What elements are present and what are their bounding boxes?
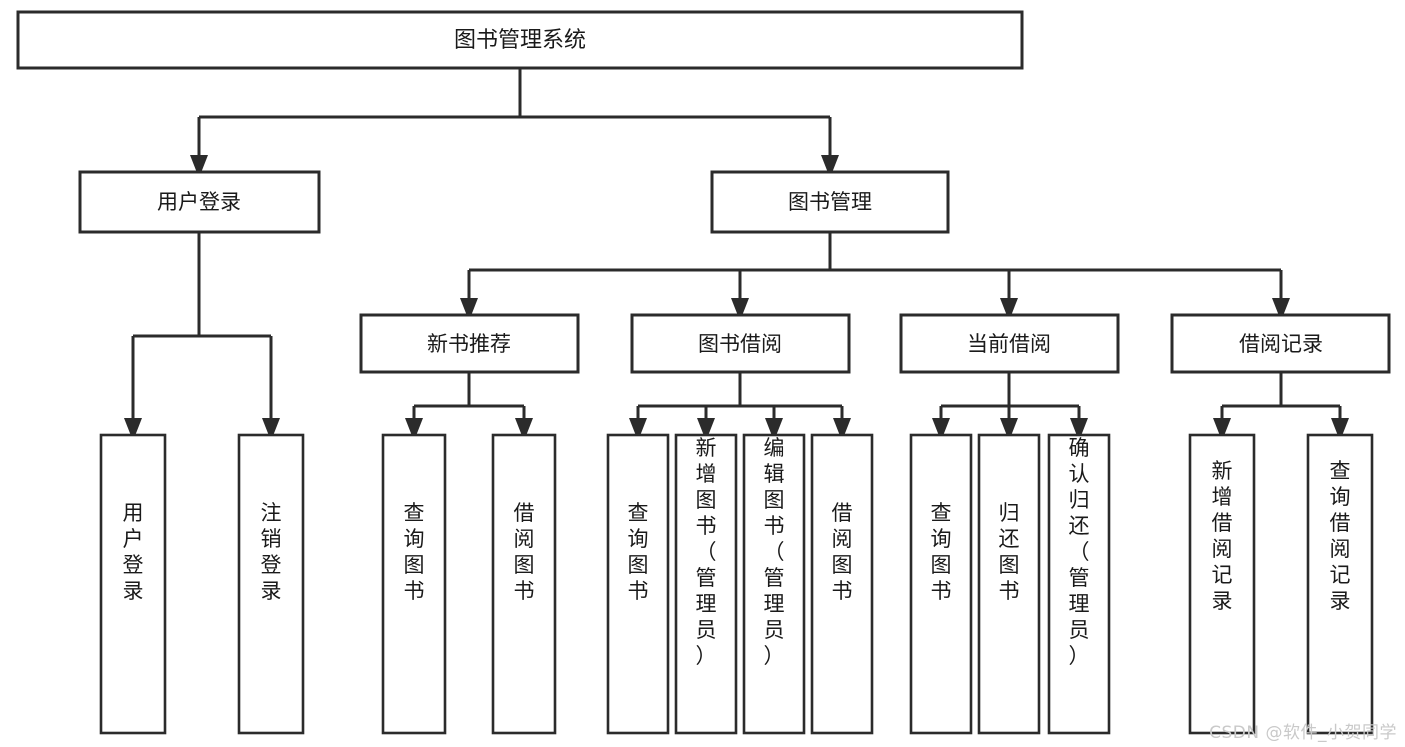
leaf-query-book-3-label: 查询图书: [931, 501, 952, 603]
node-current-borrow-box[interactable]: [899, 313, 1120, 374]
node-book-borrow-label: 图书借阅: [698, 332, 782, 356]
leaf-edit-book-label: 编辑图书（管理员）: [764, 436, 785, 668]
leaf-query-book-1-box[interactable]: [381, 433, 447, 735]
leaf-user-login-label: 用户登录: [123, 501, 144, 603]
leaf-edit-book[interactable]: 编辑图书（管理员）: [742, 433, 806, 735]
connectors-layer: [124, 68, 1349, 441]
leaf-borrow-book-2-label: 借阅图书: [832, 501, 853, 603]
node-current-borrow-label: 当前借阅: [967, 332, 1051, 356]
leaf-add-borrow-record[interactable]: 新增借阅记录: [1188, 433, 1256, 735]
leaf-confirm-return[interactable]: 确认归还（管理员）: [1047, 433, 1111, 735]
leaf-query-borrow-record-label: 查询借阅记录: [1330, 459, 1351, 613]
node-borrow-record-label: 借阅记录: [1239, 332, 1323, 356]
leaf-borrow-book-1[interactable]: 借阅图书: [491, 433, 557, 735]
leaf-query-book-3-box[interactable]: [909, 433, 973, 735]
leaf-logout-login[interactable]: 注销登录: [237, 433, 305, 735]
leaf-query-book-2-box[interactable]: [606, 433, 670, 735]
leaf-add-borrow-record-label: 新增借阅记录: [1212, 459, 1233, 613]
node-user-login-box[interactable]: [78, 170, 321, 234]
leaf-borrow-book-2[interactable]: 借阅图书: [810, 433, 874, 735]
node-book-borrow-box[interactable]: [630, 313, 851, 374]
node-book-manage-label: 图书管理: [788, 190, 872, 214]
leaf-add-book-label: 新增图书（管理员）: [696, 436, 717, 668]
leaf-borrow-book-1-label: 借阅图书: [514, 501, 535, 603]
leaf-return-book-label: 归还图书: [999, 501, 1020, 603]
node-root-box[interactable]: [16, 10, 1024, 70]
leaf-user-login[interactable]: 用户登录: [99, 433, 167, 735]
leaf-query-book-2[interactable]: 查询图书: [606, 433, 670, 735]
node-root-label: 图书管理系统: [454, 28, 586, 53]
leaf-add-book-box[interactable]: [674, 433, 738, 735]
leaf-query-borrow-record[interactable]: 查询借阅记录: [1306, 433, 1374, 735]
leaf-logout-login-box[interactable]: [237, 433, 305, 735]
leaf-edit-book-box[interactable]: [742, 433, 806, 735]
node-book-manage[interactable]: 图书管理: [710, 170, 950, 234]
leaf-query-borrow-record-box[interactable]: [1306, 433, 1374, 735]
node-book-manage-box[interactable]: [710, 170, 950, 234]
node-borrow-record-box[interactable]: [1170, 313, 1391, 374]
leaf-query-book-2-label: 查询图书: [628, 501, 649, 603]
leaf-confirm-return-box[interactable]: [1047, 433, 1111, 735]
node-new-book-recommend-label: 新书推荐: [427, 332, 511, 356]
leaf-borrow-book-1-box[interactable]: [491, 433, 557, 735]
node-book-borrow[interactable]: 图书借阅: [630, 313, 851, 374]
node-new-book-recommend-box[interactable]: [359, 313, 580, 374]
leaf-return-book[interactable]: 归还图书: [977, 433, 1041, 735]
leaf-query-book-1-label: 查询图书: [404, 501, 425, 603]
node-borrow-record[interactable]: 借阅记录: [1170, 313, 1391, 374]
leaf-borrow-book-2-box[interactable]: [810, 433, 874, 735]
leaf-add-borrow-record-box[interactable]: [1188, 433, 1256, 735]
leaf-add-book[interactable]: 新增图书（管理员）: [674, 433, 738, 735]
node-new-book-recommend[interactable]: 新书推荐: [359, 313, 580, 374]
node-user-login-label: 用户登录: [157, 190, 241, 214]
node-current-borrow[interactable]: 当前借阅: [899, 313, 1120, 374]
leaf-query-book-3[interactable]: 查询图书: [909, 433, 973, 735]
node-root[interactable]: 图书管理系统: [16, 10, 1024, 70]
leaf-query-book-1[interactable]: 查询图书: [381, 433, 447, 735]
leaf-confirm-return-label: 确认归还（管理员）: [1069, 436, 1090, 668]
node-user-login[interactable]: 用户登录: [78, 170, 321, 234]
leaf-logout-login-label: 注销登录: [261, 501, 282, 603]
leaf-user-login-box[interactable]: [99, 433, 167, 735]
leaf-return-book-box[interactable]: [977, 433, 1041, 735]
